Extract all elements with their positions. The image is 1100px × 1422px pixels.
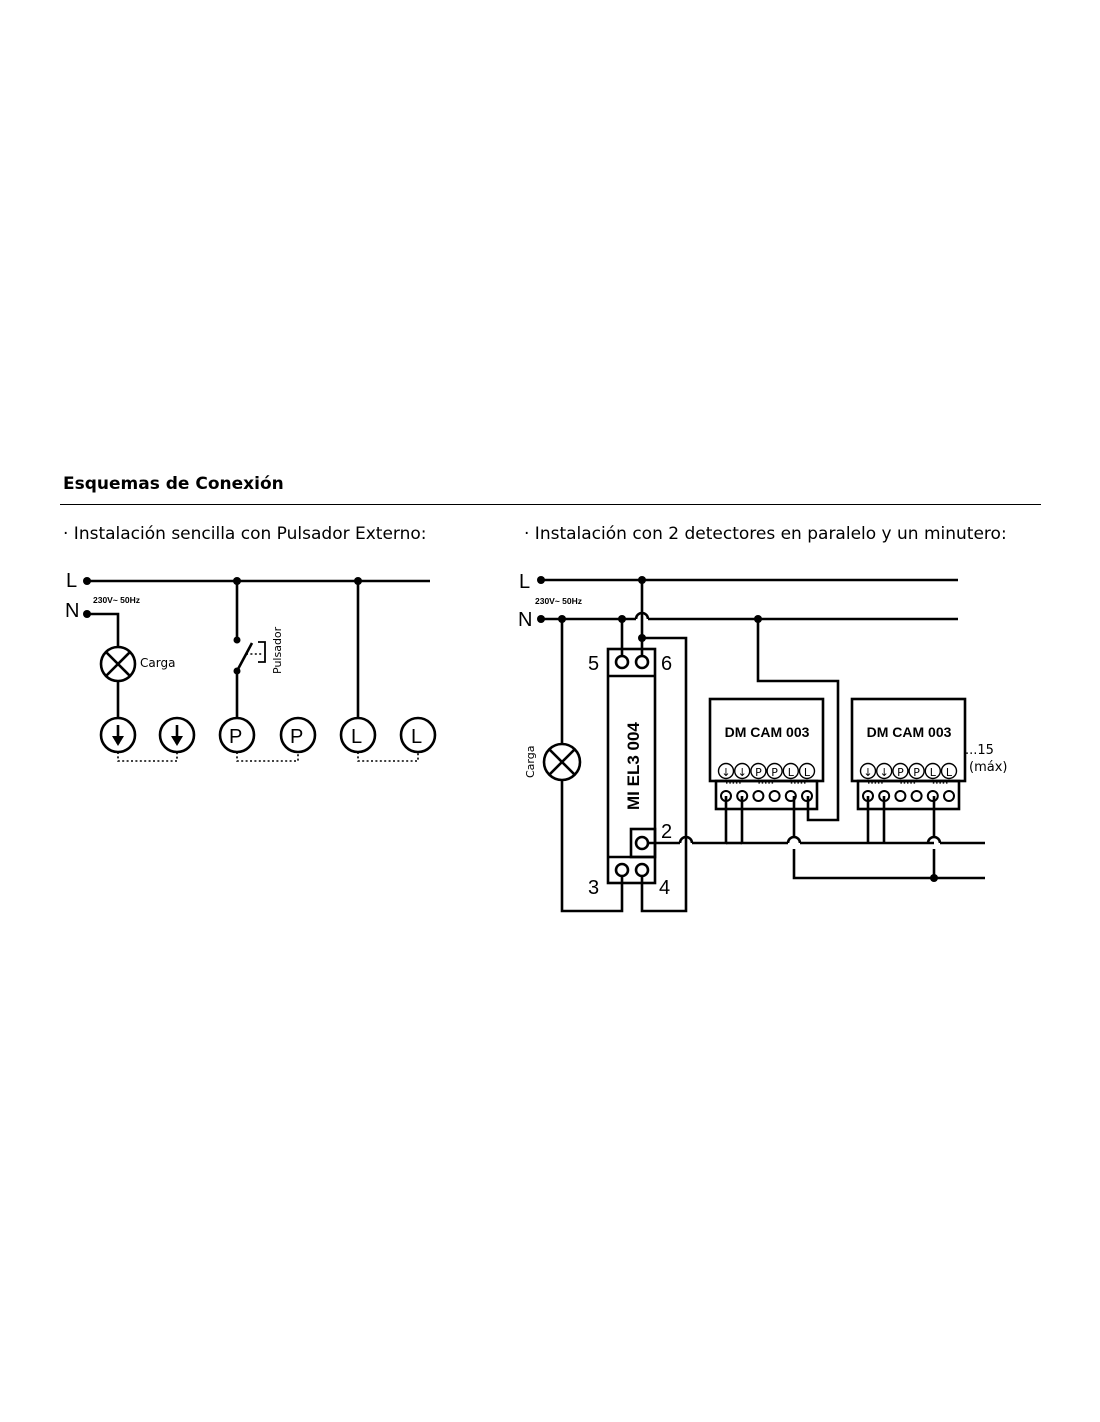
detector-terminal-symbol-icon [750, 762, 767, 780]
detector-terminal-symbol-icon [876, 762, 893, 780]
timer-terminal-3 [614, 862, 630, 878]
detector-screw-terminal [736, 790, 749, 802]
left-neutral-label: N [65, 600, 79, 622]
detector-terminal-symbol-icon [717, 762, 735, 780]
wire-crossover [786, 835, 802, 844]
wire-crossover [678, 835, 694, 844]
detector-screw-terminal [943, 790, 955, 802]
detector-screw-terminal [878, 790, 891, 802]
left-terminal-p-icon [279, 716, 317, 754]
detector-terminal-symbol-label: P [913, 766, 920, 779]
detector-screw-terminal [926, 790, 939, 802]
left-lamp-icon [99, 645, 137, 683]
timer-terminal-4 [634, 862, 650, 878]
left-supply-label: 230V~ 50Hz [93, 595, 140, 605]
left-internal-bridge [236, 752, 299, 762]
detector-1-terminal-block [714, 779, 819, 811]
detector-terminal-symbol-label: ↓ [863, 766, 872, 779]
left-button-label: Pulsador [271, 626, 284, 674]
detector-terminal-symbol-label: ↓ [880, 766, 889, 779]
detector-screw-terminal [801, 790, 813, 802]
left-terminal-p-label: P [290, 726, 303, 748]
left-n-wire [87, 612, 120, 647]
timer-terminal-2-label: 2 [661, 821, 672, 843]
detector-terminal-symbol-label: P [755, 766, 762, 779]
detector-terminal-symbol-icon [798, 762, 816, 780]
detector-terminal-symbol-label: ↓ [738, 766, 747, 779]
right-neutral-label: N [518, 609, 532, 631]
detector-terminal-symbol-label: ↓ [721, 766, 730, 779]
timer-terminal-4-wire [640, 636, 688, 913]
detector-terminal-symbol-icon [924, 762, 941, 780]
detector-screw-terminal [752, 790, 765, 802]
left-terminal-l-label: L [411, 726, 422, 748]
pushbutton-actuator-bracket [258, 641, 266, 663]
timer-terminal-2 [634, 835, 650, 851]
switch-contact-dot [233, 636, 241, 644]
detector-terminal-symbol-label: P [771, 766, 778, 779]
detector-1-l-wire [756, 619, 840, 822]
left-diagram-subtitle: · Instalación sencilla con Pulsador Exte… [63, 524, 427, 544]
right-lamp-icon [542, 742, 582, 782]
pushbutton-switch-icon [235, 642, 254, 672]
left-load-label: Carga [140, 656, 175, 670]
left-wiring-diagram: L N 230V~ 50Hz Carga Pulsador [65, 570, 437, 762]
detector-terminal-symbol-label: L [946, 766, 953, 779]
timer-terminal-3-label: 3 [588, 877, 599, 899]
detector-terminal-symbol-label: L [788, 766, 795, 779]
title-divider [60, 504, 1041, 505]
detector-screw-terminal [720, 790, 732, 802]
detector-terminal-symbol-icon [940, 762, 958, 780]
max-detectors-note: ...15 [965, 743, 994, 758]
detector-1-down-wire [740, 796, 788, 845]
timer-terminal-5 [614, 654, 630, 670]
left-internal-bridge [357, 752, 419, 762]
timer-terminal-6 [634, 654, 650, 670]
detector-p-bus-wire [792, 849, 985, 880]
detector-terminal-symbol-icon [766, 762, 783, 780]
max-detectors-note: (máx) [969, 760, 1007, 775]
left-terminal-down-icon [158, 716, 196, 754]
detector-screw-terminal [894, 790, 907, 802]
timer-module-box [606, 647, 657, 885]
timer-terminal-2-wire [692, 796, 728, 845]
detector-screw-terminal [862, 790, 874, 802]
left-terminal-p-label: P [229, 726, 242, 748]
left-terminal-down-icon [99, 716, 137, 754]
right-supply-label: 230V~ 50Hz [535, 596, 582, 606]
left-line-label: L [66, 570, 77, 592]
detector-terminal-symbol-label: L [930, 766, 937, 779]
detector-screw-terminal [910, 790, 923, 802]
detector-terminal-symbol-label: P [897, 766, 904, 779]
left-internal-bridge [117, 752, 178, 762]
right-load-label: Carga [524, 746, 537, 778]
timer-terminal-6-label: 6 [661, 653, 672, 675]
timer-terminal-5-label: 5 [588, 653, 599, 675]
detector-1-name: DM CAM 003 [725, 724, 810, 740]
detector-1: DM CAM 003 [708, 697, 825, 811]
right-line-label: L [519, 571, 530, 593]
right-junction-dot [930, 874, 938, 882]
detector-terminal-symbol-label: L [804, 766, 811, 779]
detector-terminal-symbol-icon [908, 762, 925, 780]
detector-terminal-symbol-icon [734, 762, 751, 780]
detector-terminal-symbol-icon [859, 762, 877, 780]
left-terminal-l-label: L [351, 726, 362, 748]
detector-2: DM CAM 003 [850, 697, 967, 811]
detector-terminal-symbol-icon [892, 762, 909, 780]
detector-screw-terminal [784, 790, 797, 802]
right-diagram-subtitle: · Instalación con 2 detectores en parale… [524, 524, 1007, 544]
right-load-return-wire [560, 780, 624, 913]
timer-module-name: MI EL3 004 [624, 722, 643, 810]
timer-terminal-4-label: 4 [659, 877, 670, 899]
detector-screw-terminal [768, 790, 781, 802]
detector-2-terminal-block [856, 779, 961, 811]
left-terminal-l-icon [399, 716, 437, 754]
page-title: Esquemas de Conexión [63, 474, 284, 494]
detector-terminal-symbol-icon [782, 762, 799, 780]
detector-2-name: DM CAM 003 [867, 724, 952, 740]
right-wiring-diagram: L N 230V~ 50Hz Carga MI EL3 004 5 6 [518, 571, 1007, 913]
